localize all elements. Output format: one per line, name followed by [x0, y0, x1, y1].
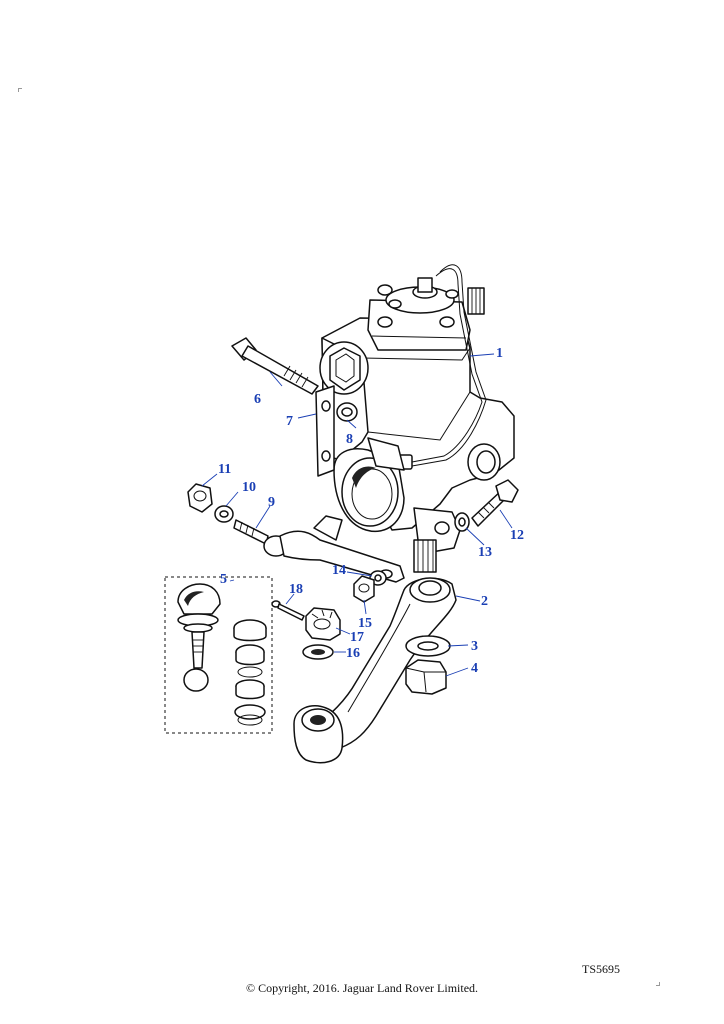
side-port-plug: [319, 341, 369, 395]
sector-shaft: [413, 539, 437, 573]
link-arm: [233, 515, 405, 583]
leader-lines: [201, 353, 513, 677]
callout-1: 1: [496, 346, 503, 361]
callout-17: 17: [350, 630, 364, 645]
callout-2: 2: [481, 594, 488, 609]
copyright-notice: © Copyright, 2016. Jaguar Land Rover Lim…: [245, 981, 479, 995]
washer-part-16: [302, 644, 334, 660]
cap-bolts: [377, 284, 459, 328]
callout-16: 16: [346, 646, 360, 661]
callout-13: 13: [478, 545, 492, 560]
washer-part-10: [214, 505, 234, 523]
washer-part-13: [454, 512, 470, 532]
callout-15: 15: [358, 616, 372, 631]
nut-part-11: [187, 483, 213, 513]
nut-part-15: [353, 575, 375, 603]
sector-shaft-bore: [333, 448, 405, 533]
callout-4: 4: [471, 661, 478, 676]
nut-part-4: [405, 659, 447, 695]
callout-14: 14: [332, 563, 346, 578]
right-side-port: [467, 443, 501, 481]
drawing-reference: TS5695: [582, 962, 621, 976]
long-bolt: [231, 337, 319, 395]
callout-18: 18: [289, 582, 303, 597]
callout-3: 3: [471, 639, 478, 654]
input-shaft: [467, 287, 485, 315]
callout-5: 5: [220, 572, 227, 587]
bolt-part-12: [471, 479, 519, 527]
crop-mark-top-left: [18, 88, 22, 92]
callout-10: 10: [242, 480, 256, 495]
callout-11: 11: [218, 462, 231, 477]
callout-7: 7: [286, 414, 293, 429]
drop-arm: [293, 577, 457, 764]
castle-nut: [305, 607, 341, 641]
callout-9: 9: [268, 495, 275, 510]
split-pin: [271, 600, 305, 621]
ball-joint-kit: [164, 576, 273, 734]
callout-12: 12: [510, 528, 524, 543]
mounting-bracket: [315, 385, 335, 477]
callouts: 1 2 3 4 5 6 7 8 9 10 11 12 13 14 15 16 1…: [218, 346, 524, 676]
callout-8: 8: [346, 432, 353, 447]
washer-part-8: [336, 402, 358, 422]
washer-part-3: [405, 635, 451, 657]
callout-6: 6: [254, 392, 261, 407]
